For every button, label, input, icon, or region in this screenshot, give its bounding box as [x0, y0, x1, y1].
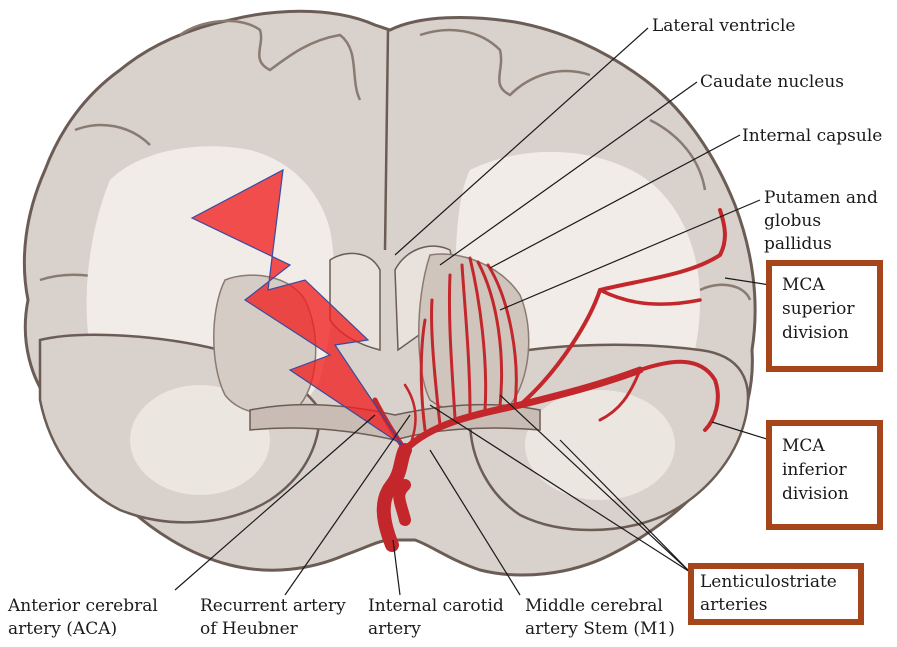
label-mca-inferior-line2: inferior: [782, 459, 847, 481]
label-internal-capsule: Internal capsule: [742, 126, 882, 147]
label-heubner-line2: of Heubner: [200, 619, 298, 640]
label-putamen-line2: globus: [764, 211, 821, 232]
label-heubner-line1: Recurrent artery: [200, 596, 346, 617]
label-caudate-nucleus: Caudate nucleus: [700, 72, 844, 93]
label-ica-line2: artery: [368, 619, 421, 640]
label-m1-line2: artery Stem (M1): [525, 619, 675, 640]
label-mca-inferior-line1: MCA: [782, 435, 825, 457]
label-mca-inferior-line3: division: [782, 483, 849, 505]
label-lateral-ventricle: Lateral ventricle: [652, 16, 795, 37]
label-lenticulostriate-line2: arteries: [700, 594, 768, 616]
label-mca-superior-line3: division: [782, 322, 849, 344]
label-putamen-line1: Putamen and: [764, 188, 878, 209]
label-aca-line1: Anterior cerebral: [8, 596, 158, 617]
label-mca-superior-line1: MCA: [782, 274, 825, 296]
label-putamen-line3: pallidus: [764, 234, 832, 255]
label-lenticulostriate-line1: Lenticulostriate: [700, 571, 837, 593]
label-m1-line1: Middle cerebral: [525, 596, 663, 617]
label-ica-line1: Internal carotid: [368, 596, 504, 617]
label-aca-line2: artery (ACA): [8, 619, 117, 640]
label-mca-superior-line2: superior: [782, 298, 855, 320]
temporal-white-right: [525, 390, 675, 500]
